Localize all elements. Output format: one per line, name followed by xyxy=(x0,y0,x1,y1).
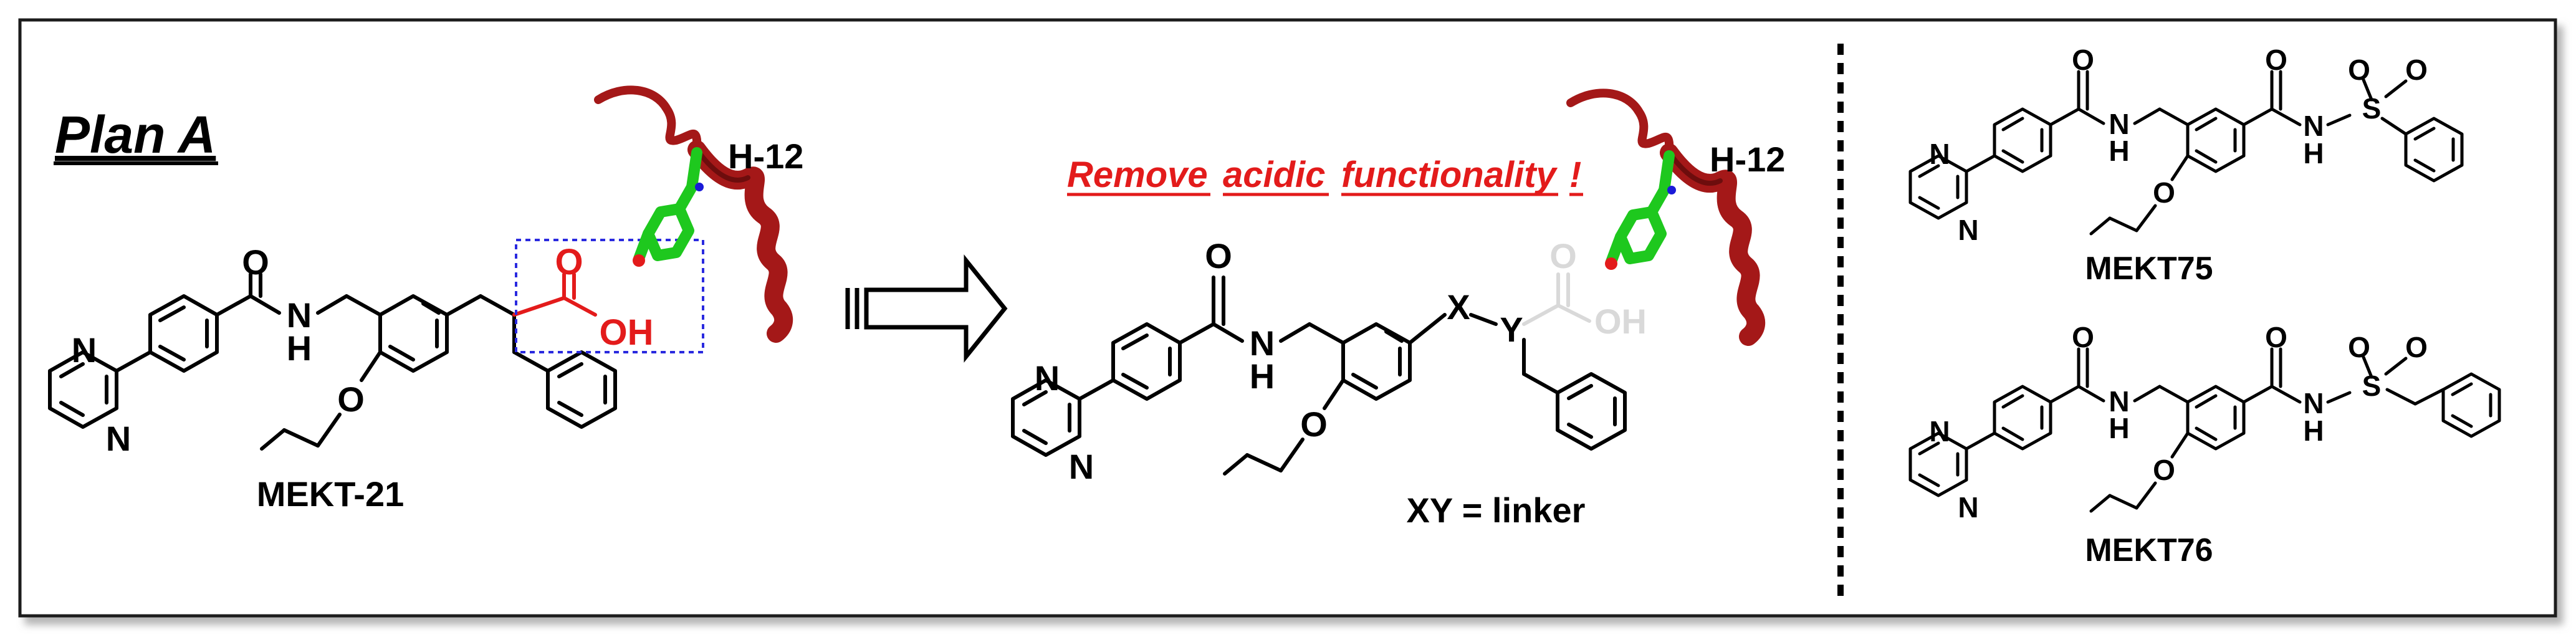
figure-frame xyxy=(18,18,2557,618)
left-tyrosine-sidechain xyxy=(633,147,702,264)
acid-o: O xyxy=(555,242,583,282)
middle-scaffold-structure xyxy=(1011,275,1627,476)
atom-n: N xyxy=(2109,108,2129,140)
left-tyrosine-hydroxyl xyxy=(633,254,645,267)
plan-title: Plan A xyxy=(55,105,216,164)
transformation-arrow xyxy=(845,254,1008,363)
linker-caption: XY = linker xyxy=(1407,491,1586,530)
acid-oh: OH xyxy=(600,312,654,353)
heading-word: functionality xyxy=(1341,155,1558,195)
heading-word: Remove xyxy=(1067,155,1208,195)
atom-n: N xyxy=(1250,323,1275,363)
atom-h: H xyxy=(2109,412,2129,444)
atom-n: N xyxy=(72,330,97,370)
mekt76-label: MEKT76 xyxy=(2085,532,2213,568)
atom-h: H xyxy=(287,328,312,368)
atom-o: O xyxy=(2072,44,2094,76)
atom-n: N xyxy=(1929,415,1950,448)
heading-word: ! xyxy=(1569,155,1581,195)
atom-n: N xyxy=(1069,447,1094,486)
mekt21-carboxylic-acid xyxy=(512,272,597,317)
atom-n: N xyxy=(106,419,131,458)
mekt76-structure xyxy=(1908,347,2501,513)
atom-n: N xyxy=(1958,214,1978,246)
atom-s: S xyxy=(2362,370,2382,402)
left-helix-nitrogen xyxy=(695,183,704,191)
middle-helix-label: H-12 xyxy=(1710,140,1785,179)
faded-o: O xyxy=(1549,236,1577,275)
mekt75-structure xyxy=(1908,70,2464,236)
mekt75-label: MEKT75 xyxy=(2085,251,2213,287)
atom-n: N xyxy=(2109,385,2129,418)
middle-faded-labels: O OH xyxy=(1549,236,1647,341)
atom-h: H xyxy=(2109,135,2129,167)
atom-o: O xyxy=(2348,331,2370,363)
middle-helix-nitrogen xyxy=(1667,186,1676,194)
atom-o: O xyxy=(1300,405,1328,444)
middle-tyrosine-hydroxyl xyxy=(1605,257,1617,270)
atom-o: O xyxy=(2265,44,2287,76)
acid-highlight-box xyxy=(515,239,704,353)
linker-x: X xyxy=(1447,287,1470,327)
atom-o: O xyxy=(2072,321,2094,353)
mekt76-atom-labels: N N O N H O O N H S O O xyxy=(1929,321,2428,524)
atom-o: O xyxy=(242,242,269,282)
middle-faded-acid xyxy=(1522,272,1591,326)
atom-o: O xyxy=(2265,321,2287,353)
atom-o: O xyxy=(2153,454,2175,486)
atom-n: N xyxy=(2303,387,2324,419)
atom-n: N xyxy=(287,295,312,335)
mekt21-acid-labels: O OH xyxy=(555,242,653,353)
faded-oh: OH xyxy=(1594,302,1647,341)
middle-heading: Remove acidic functionality ! xyxy=(1067,155,1581,195)
mekt21-label: MEKT-21 xyxy=(257,474,405,514)
atom-o: O xyxy=(2348,54,2370,86)
heading-word: acidic xyxy=(1223,155,1325,195)
atom-o: O xyxy=(2405,54,2428,86)
atom-o: O xyxy=(2153,176,2175,209)
atom-n: N xyxy=(2303,110,2324,142)
atom-o: O xyxy=(337,380,365,419)
atom-h: H xyxy=(1250,357,1275,396)
mekt75-atom-labels: N N O N H O O N H S O O xyxy=(1929,44,2428,246)
atom-n: N xyxy=(1929,138,1950,170)
middle-atom-labels: N N O N H O X Y xyxy=(1035,236,1523,486)
atom-h: H xyxy=(2303,414,2324,447)
left-helix-label: H-12 xyxy=(728,137,803,176)
atom-n: N xyxy=(1035,358,1060,398)
atom-s: S xyxy=(2362,92,2382,125)
atom-o: O xyxy=(2405,331,2428,363)
mekt21-atom-labels: N N O N H O xyxy=(72,242,365,458)
atom-h: H xyxy=(2303,137,2324,170)
atom-o: O xyxy=(1205,236,1232,275)
linker-y: Y xyxy=(1500,310,1523,349)
atom-n: N xyxy=(1958,491,1978,524)
